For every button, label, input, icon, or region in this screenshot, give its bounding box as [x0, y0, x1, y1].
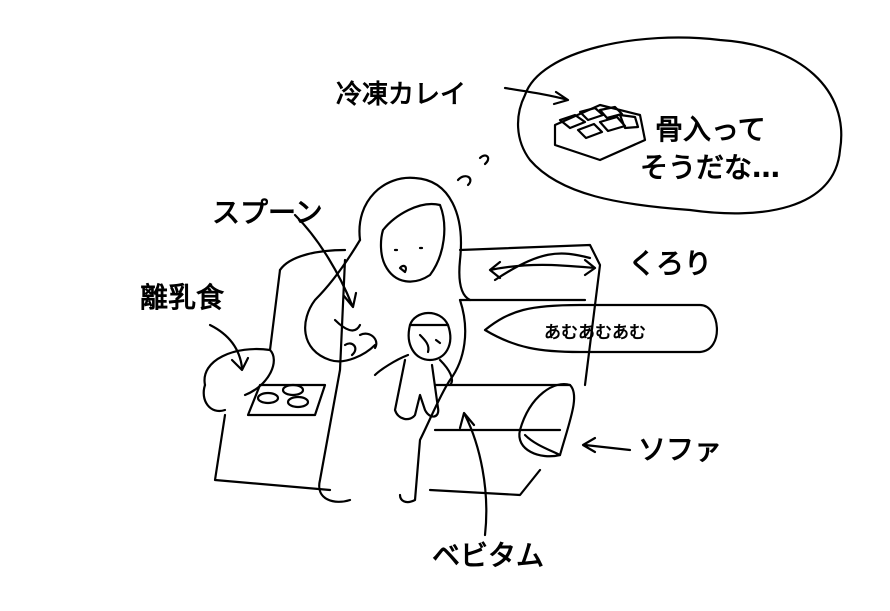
label-sofa: ソファ	[638, 433, 723, 466]
label-spoon: スプーン	[212, 196, 323, 229]
label-munching: あむあむあむ	[544, 323, 646, 343]
frozen-flounder-tray	[553, 103, 647, 162]
label-baby-food: 離乳食	[140, 281, 225, 314]
thought-bubble	[516, 36, 843, 215]
speech-bubble	[483, 303, 718, 354]
kurori-arrow	[488, 252, 597, 282]
mother	[304, 176, 472, 504]
baby	[373, 311, 454, 421]
sofa	[202, 243, 602, 497]
arrow-frozen	[503, 86, 570, 106]
arrow-bebitamu	[458, 411, 488, 537]
thought-squiggle	[456, 154, 490, 187]
thought-text-line1: 骨入って	[655, 113, 766, 146]
arrow-sofa	[581, 436, 632, 454]
label-bebitamu: ベビタム	[432, 539, 545, 572]
baby-food-tray	[246, 383, 327, 417]
thought-text-line2: そうだな…	[640, 151, 781, 184]
label-frozen-flounder: 冷凍カレイ	[336, 80, 467, 110]
arrow-spoon	[293, 213, 358, 309]
label-kurori: くろり	[628, 247, 713, 280]
arrow-baby-food	[208, 323, 250, 372]
